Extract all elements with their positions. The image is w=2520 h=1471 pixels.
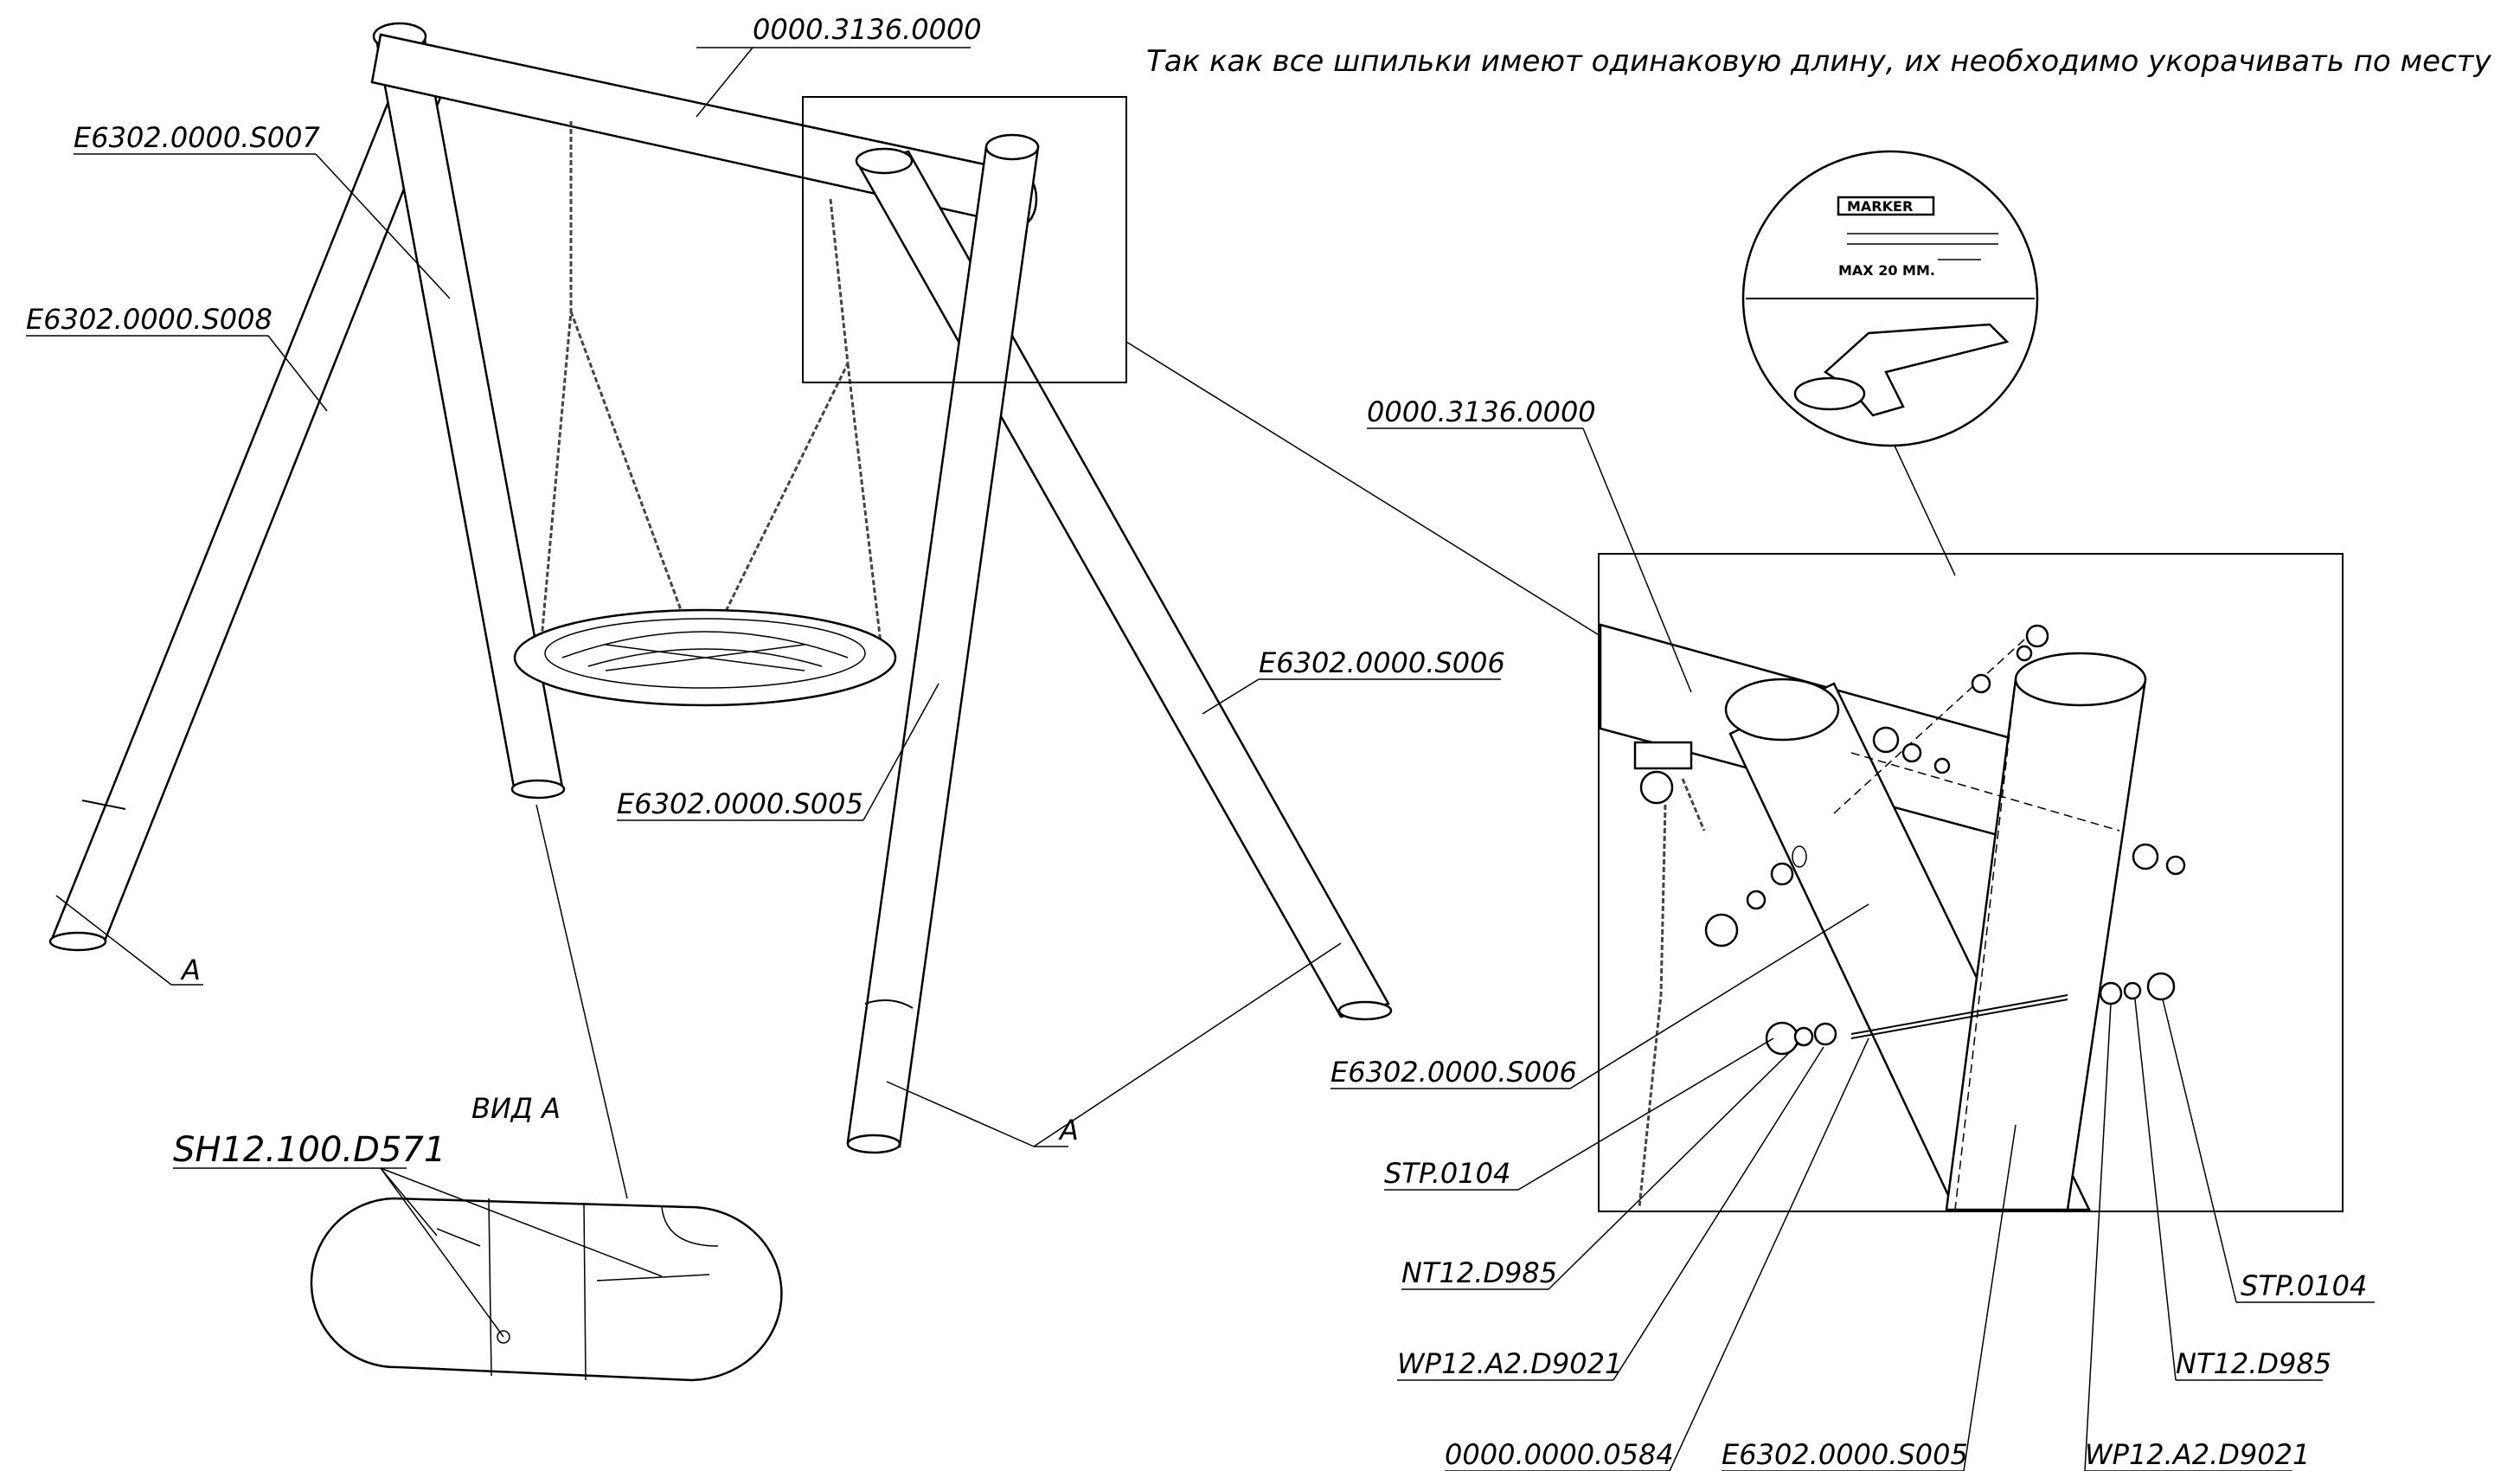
post-s008 <box>50 50 460 945</box>
label-beam-top: 0000.3136.0000 <box>753 13 982 46</box>
label-post-s008: E6302.0000.S008 <box>26 303 273 336</box>
swing-frame <box>48 22 1393 1154</box>
detail-frame <box>1598 553 2344 1212</box>
label-nt-left: NT12.D985 <box>1401 1256 1557 1289</box>
label-wp-left: WP12.A2.D9021 <box>1397 1347 1622 1380</box>
detail-callout-frame <box>802 96 1127 383</box>
label-stud: SH12.100.D571 <box>173 1130 446 1170</box>
assembly-note: Так как все шпильки имеют одинаковую дли… <box>1146 44 2492 79</box>
view-a: ВИД А SH12.100.D571 <box>173 1092 783 1382</box>
label-view-a-right: A <box>1058 1114 1079 1147</box>
label-stp-left: STP.0104 <box>1384 1157 1510 1190</box>
label-post-s006: E6302.0000.S006 <box>1259 646 1505 679</box>
label-view-a-left: A <box>180 954 201 986</box>
label-nt-right: NT12.D985 <box>2176 1347 2331 1380</box>
label-post-s007: E6302.0000.S007 <box>74 121 320 154</box>
view-a-title: ВИД А <box>471 1092 561 1125</box>
marker-label: MARKER <box>1847 198 1913 215</box>
trim-inset: MARKER MAX 20 MM. <box>1741 150 2039 576</box>
label-detail-beam: 0000.3136.0000 <box>1367 395 1596 428</box>
detail-leaders <box>1331 427 2375 1471</box>
label-stud-long: 0000.0000.0584 <box>1445 1438 1674 1471</box>
label-detail-s005: E6302.0000.S005 <box>1722 1438 1968 1471</box>
detail-view <box>1598 553 2344 1212</box>
label-post-s005: E6302.0000.S005 <box>617 787 863 820</box>
view-a-post-section <box>310 1197 783 1382</box>
main-leaders <box>26 47 1501 1199</box>
label-stp-right: STP.0104 <box>2241 1269 2367 1302</box>
label-detail-s006: E6302.0000.S006 <box>1331 1056 1577 1089</box>
label-wp-right: WP12.A2.D9021 <box>2085 1438 2310 1471</box>
max-length-label: MAX 20 MM. <box>1838 262 1935 279</box>
